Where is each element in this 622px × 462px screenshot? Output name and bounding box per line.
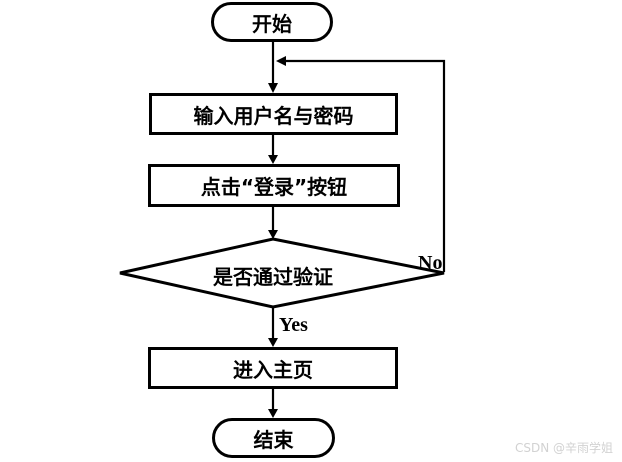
edge-label-no: No <box>418 252 443 274</box>
arrowhead-loop-back <box>276 56 286 66</box>
node-enter-homepage: 进入主页 <box>148 347 398 389</box>
node-start: 开始 <box>211 2 333 42</box>
node-click-login-label: 点击“登录”按钮 <box>200 175 348 199</box>
edge-no-loop-back <box>285 59 446 272</box>
node-input-credentials-label: 输入用户名与密码 <box>193 103 354 128</box>
node-click-login: 点击“登录”按钮 <box>148 164 400 207</box>
arrowhead-into-home <box>268 338 278 347</box>
arrowhead-into-decision <box>268 230 278 239</box>
node-start-label: 开始 <box>252 11 292 36</box>
arrowhead-into-input <box>268 83 278 93</box>
arrowhead-into-end <box>268 409 278 418</box>
edge-label-yes: Yes <box>279 314 308 336</box>
node-input-credentials: 输入用户名与密码 <box>149 93 398 135</box>
arrowhead-into-click <box>268 155 278 164</box>
node-end: 结束 <box>212 418 335 458</box>
watermark-text: CSDN @辛雨学姐 <box>514 441 613 455</box>
node-verify-decision-label: 是否通过验证 <box>213 265 333 289</box>
node-end-label: 结束 <box>253 427 294 452</box>
node-enter-homepage-label: 进入主页 <box>233 357 313 382</box>
